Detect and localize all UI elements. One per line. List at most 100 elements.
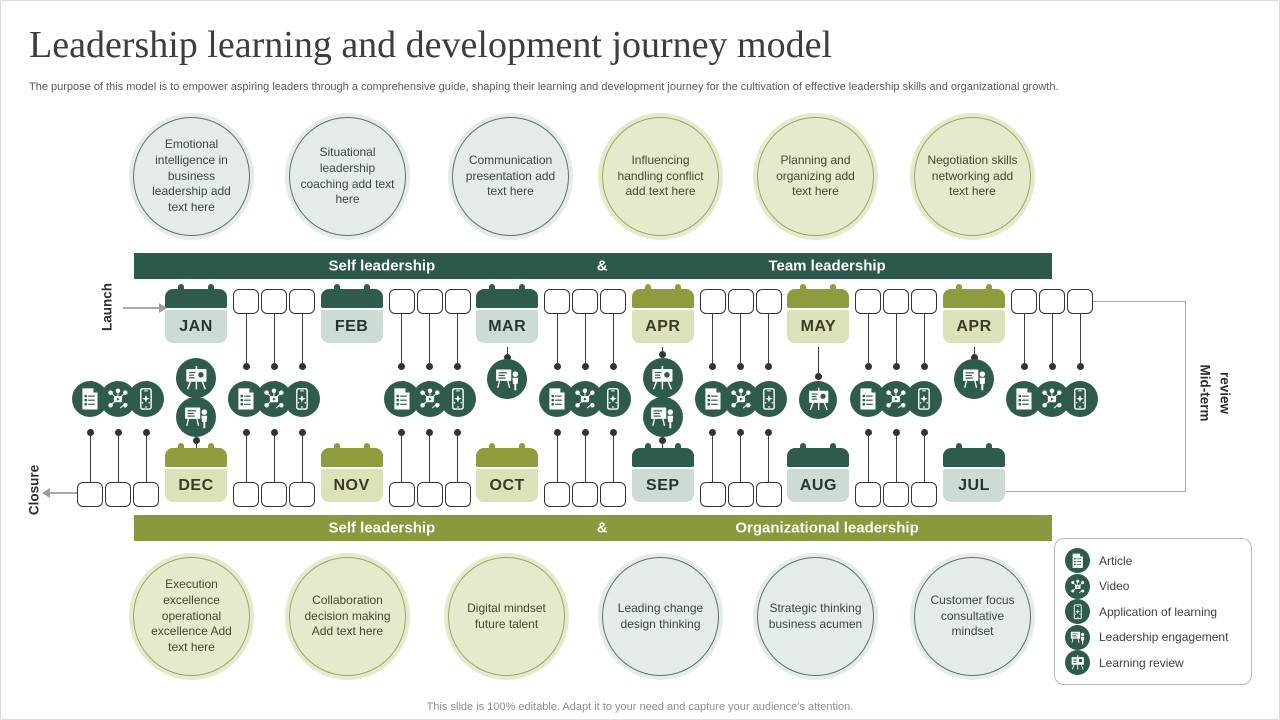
month-calendar-sep: SEP [631,443,694,502]
checkpoint-box [855,482,882,507]
connector-dot [242,362,250,370]
learning-review-icon [799,381,838,419]
connector-dot [970,353,978,361]
connector-dot [737,428,745,436]
leadership-engagement-icon [487,359,528,399]
launch-label: Launch [99,282,115,332]
banner-organizational-leadership: Self leadership & Organizational leaders… [134,515,1052,541]
connector-line [245,435,247,482]
connector-line [401,314,403,363]
calendar-pin [333,284,340,294]
connector-dot [659,436,667,444]
checkpoint-box [600,289,627,314]
calendar-header [165,289,227,308]
banner-label: Self leadership [328,519,436,537]
banner-label: Team leadership [768,257,886,275]
connector-dot [298,362,306,370]
connector-dot [609,428,617,436]
checkpoint-box [105,482,131,507]
connector-dot [114,428,122,436]
connector-dot [86,428,94,436]
leadership-engagement-icon [954,359,994,399]
connector-line [117,435,119,482]
topic-circle-label: Customer focus consultative mindset [930,592,1015,639]
closure-arrow-head [42,488,50,498]
calendar-pin [800,284,807,294]
month-calendar-may: MAY [787,284,850,343]
checkpoint-box [572,289,599,314]
month-label: SEP [631,469,694,502]
connector-line [89,435,91,482]
checkpoint-box [883,482,910,507]
calendar-header [787,448,850,467]
checkpoint-box [883,289,910,314]
checkpoint-box [600,482,627,507]
connector-dot [426,428,434,436]
connector-line [195,442,197,448]
month-label: JUL [943,469,1005,502]
connector-dot [765,428,773,436]
month-label: DEC [165,469,227,502]
connector-line [1079,314,1081,363]
checkpoint-box [699,289,726,314]
checkpoint-box [261,289,287,314]
application-of-learning-icon [595,381,632,417]
topic-circle: Emotional intelligence in business leade… [129,113,254,240]
connector-line [895,314,897,363]
connector-dot [553,362,561,370]
connector-line [457,435,459,482]
topic-circle: Strategic thinking business acumen [753,553,878,680]
banner-label: Self leadership [328,257,436,275]
connector-line [556,314,558,363]
topic-circle: Leading change design thinking [598,553,723,680]
calendar-header [943,289,1005,308]
article-icon [1065,548,1090,574]
closure-arrow-line [50,492,78,494]
connector-line [245,314,247,363]
checkpoint-box [289,482,315,507]
connector-line [584,435,586,482]
checkpoint-box [755,482,782,507]
midterm-review-label: review [1217,371,1233,415]
calendar-pin [986,284,992,294]
connector-dot [270,428,278,436]
connector-dot [920,362,928,370]
topic-circle-label: Digital mindset future talent [467,600,546,631]
connector-dot [814,372,822,380]
connector-dot [709,362,717,370]
checkpoint-box [572,482,599,507]
learning-review-icon [176,358,216,398]
calendar-pin [333,443,340,453]
connector-dot [142,428,150,436]
connector-dot [426,362,434,370]
calendar-pin [489,284,496,294]
banner-team-leadership: Self leadership & Team leadership [134,253,1052,279]
checkpoint-box [1067,289,1093,314]
leadership-engagement-icon [176,397,216,437]
connector-line [273,314,275,363]
month-label: APR [943,310,1005,343]
connector-dot [864,362,872,370]
checkpoint-box [289,289,315,314]
connector-line [1185,301,1186,492]
calendar-header [165,448,227,467]
checkpoint-box [727,482,754,507]
banner-ampersand: & [596,257,608,275]
connector-dot [709,428,717,436]
checkpoint-box [388,482,415,507]
topic-circle-label: Collaboration decision making Add text h… [304,592,391,639]
connector-dot [503,353,511,361]
checkpoint-box [699,482,726,507]
application-of-learning-icon [284,381,320,417]
checkpoint-box [544,482,571,507]
connector-line [923,435,925,482]
calendar-pin [489,443,496,453]
connector-line [1051,314,1053,363]
calendar-pin [644,443,651,453]
connector-line [1023,314,1025,363]
topic-circle: Collaboration decision making Add text h… [285,553,410,680]
connector-line [867,435,869,482]
month-label: OCT [476,469,539,502]
calendar-header [320,289,383,308]
